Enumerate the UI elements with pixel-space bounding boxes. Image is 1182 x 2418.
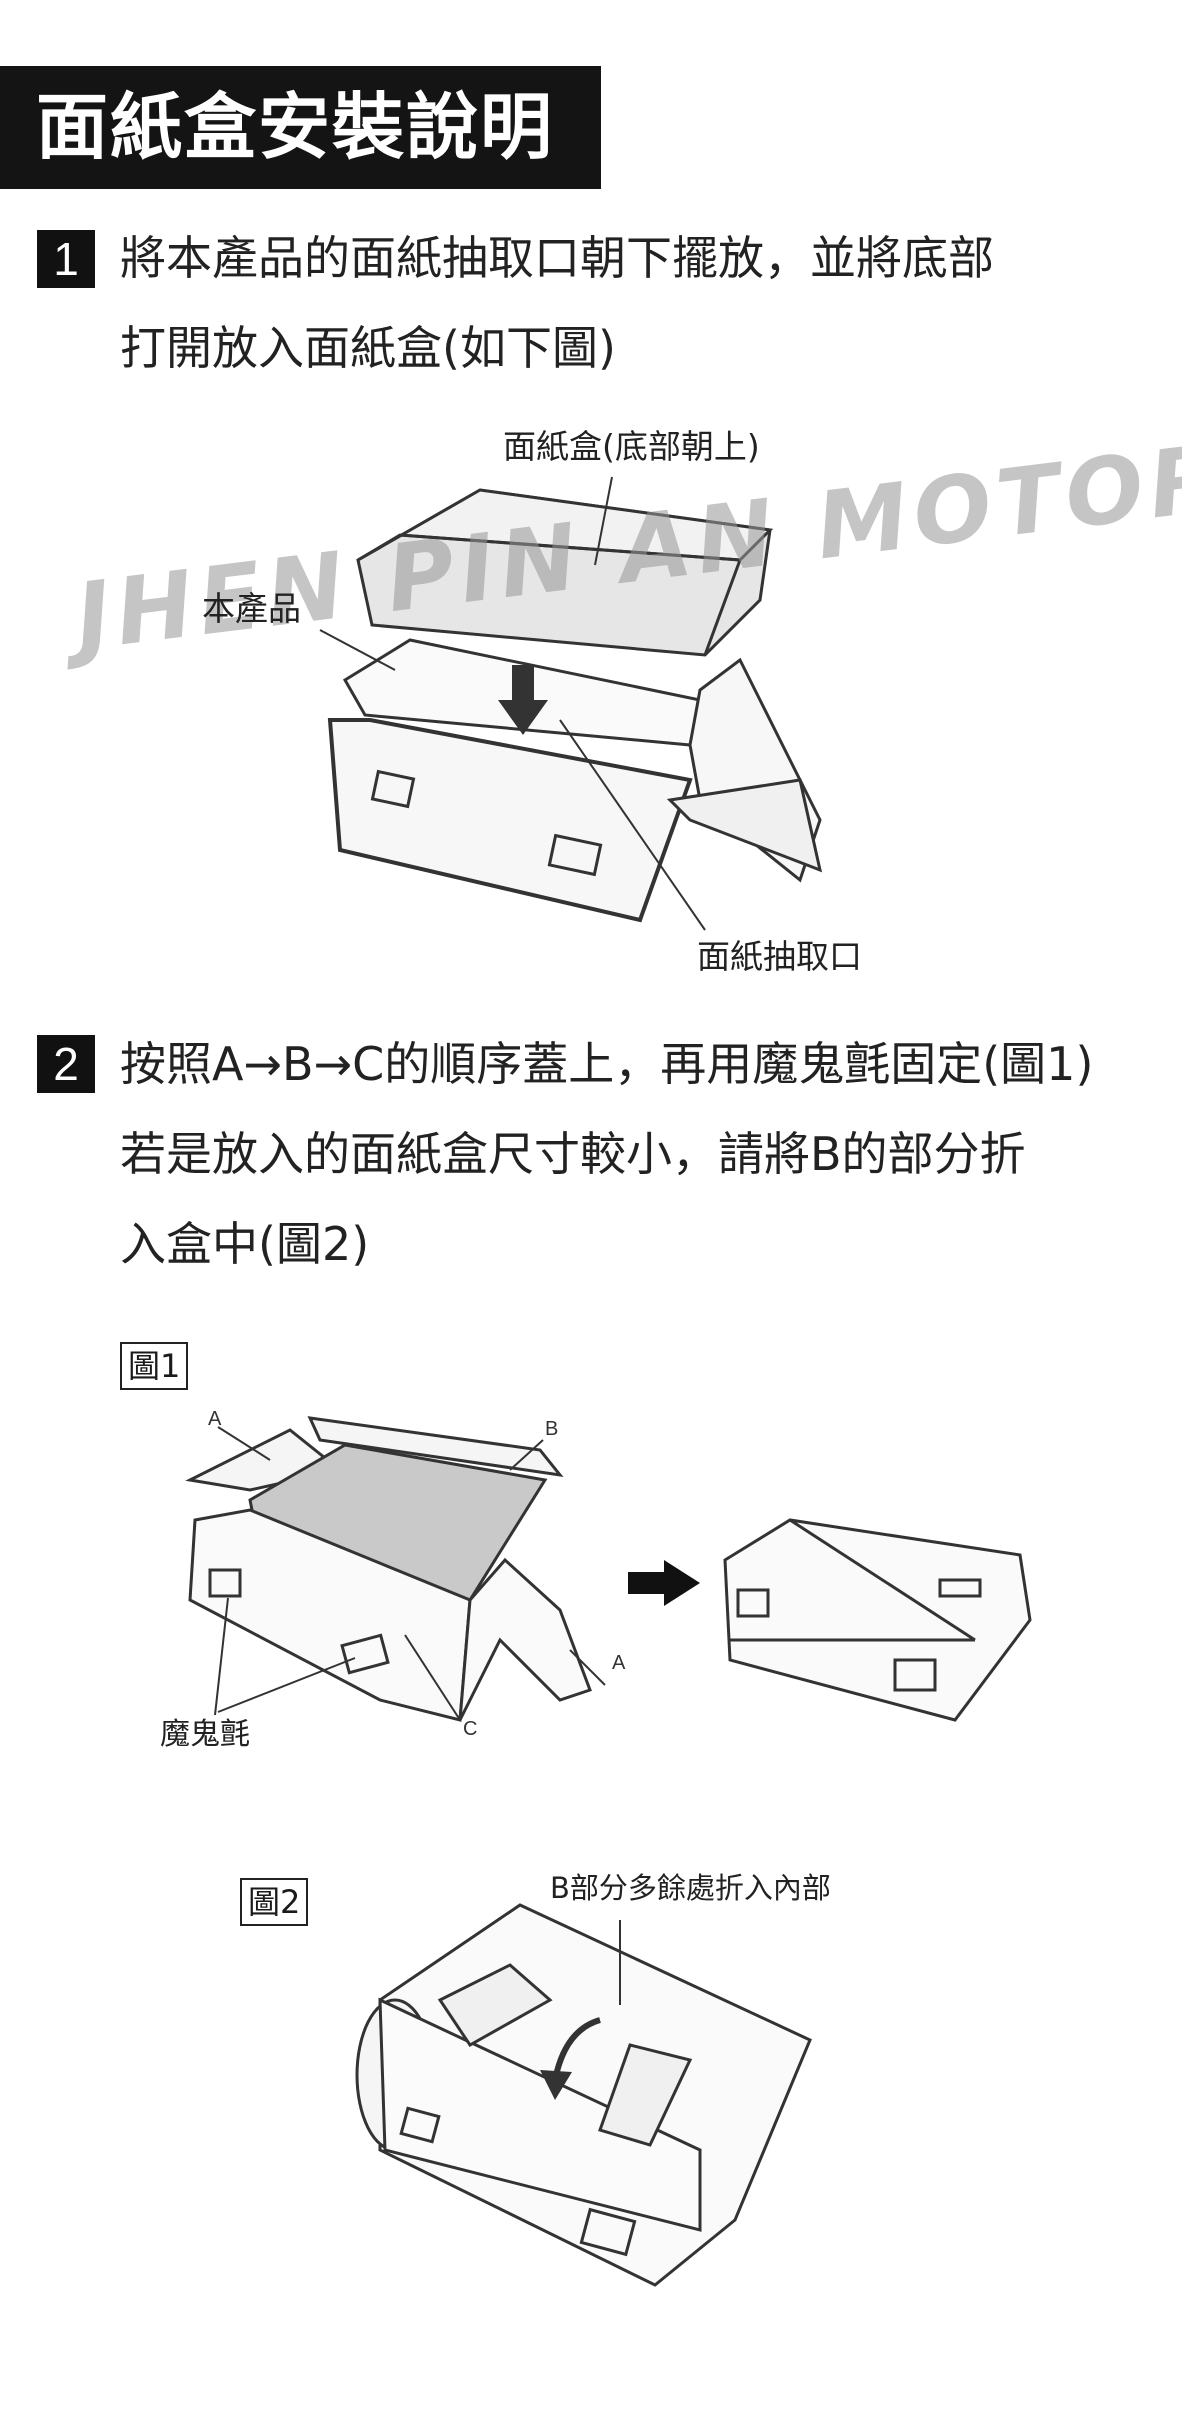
velcro-patch-6 — [893, 1658, 937, 1692]
figure-a-illustration — [185, 1416, 1032, 1722]
step-2-line-1: 按照A→B→C的順序蓋上，再用魔鬼氈固定(圖1) — [120, 1037, 1094, 1091]
velcro-patch-7 — [938, 1578, 982, 1598]
velcro-patch-9 — [579, 2207, 637, 2257]
label-a-left: A — [208, 1408, 222, 1430]
figure-b-illustration — [355, 1903, 812, 2287]
velcro-patch-4 — [340, 1633, 390, 1675]
label-product: 本產品 — [202, 589, 301, 628]
figure-b-tag: 圖2 — [240, 1878, 309, 1926]
step-1-line-1: 將本產品的面紙抽取口朝下擺放，並將底部 — [120, 231, 994, 285]
product-body — [327, 718, 693, 923]
label-tissue-box: 面紙盒(底部朝上) — [503, 427, 760, 466]
step-1-line-2: 打開放入面紙盒(如下圖) — [120, 321, 616, 375]
step-2-line-2: 若是放入的面紙盒尺寸較小，請將B的部分折 — [120, 1127, 1026, 1181]
velcro-patch-1 — [370, 769, 416, 809]
closed-product — [723, 1518, 1032, 1722]
velcro-patch-5 — [736, 1588, 770, 1618]
velcro-patch-8 — [399, 2106, 441, 2144]
step-2-badge: 2 — [37, 1035, 95, 1093]
label-fold-b: B部分多餘處折入內部 — [550, 1871, 831, 1905]
down-arrow-icon — [512, 665, 534, 703]
flap-a-right — [458, 1557, 592, 1721]
label-b: B — [545, 1418, 559, 1440]
step-2-line-3: 入盒中(圖2) — [120, 1217, 370, 1271]
step-1-badge: 1 — [37, 230, 95, 288]
right-arrow-icon — [628, 1572, 666, 1594]
label-c: C — [463, 1718, 478, 1740]
label-velcro: 魔鬼氈 — [160, 1717, 250, 1752]
velcro-patch-2 — [547, 833, 603, 877]
figure-a-tag: 圖1 — [120, 1342, 189, 1390]
velcro-patch-3 — [208, 1568, 242, 1598]
page-title: 面紙盒安裝說明 — [36, 85, 555, 169]
label-tissue-opening: 面紙抽取口 — [697, 937, 862, 976]
flap-b — [307, 1416, 564, 1478]
label-a-right: A — [612, 1652, 626, 1674]
title-bar — [0, 66, 601, 189]
figure-1-illustration — [319, 476, 823, 931]
fold-arrow-icon — [540, 2070, 572, 2100]
